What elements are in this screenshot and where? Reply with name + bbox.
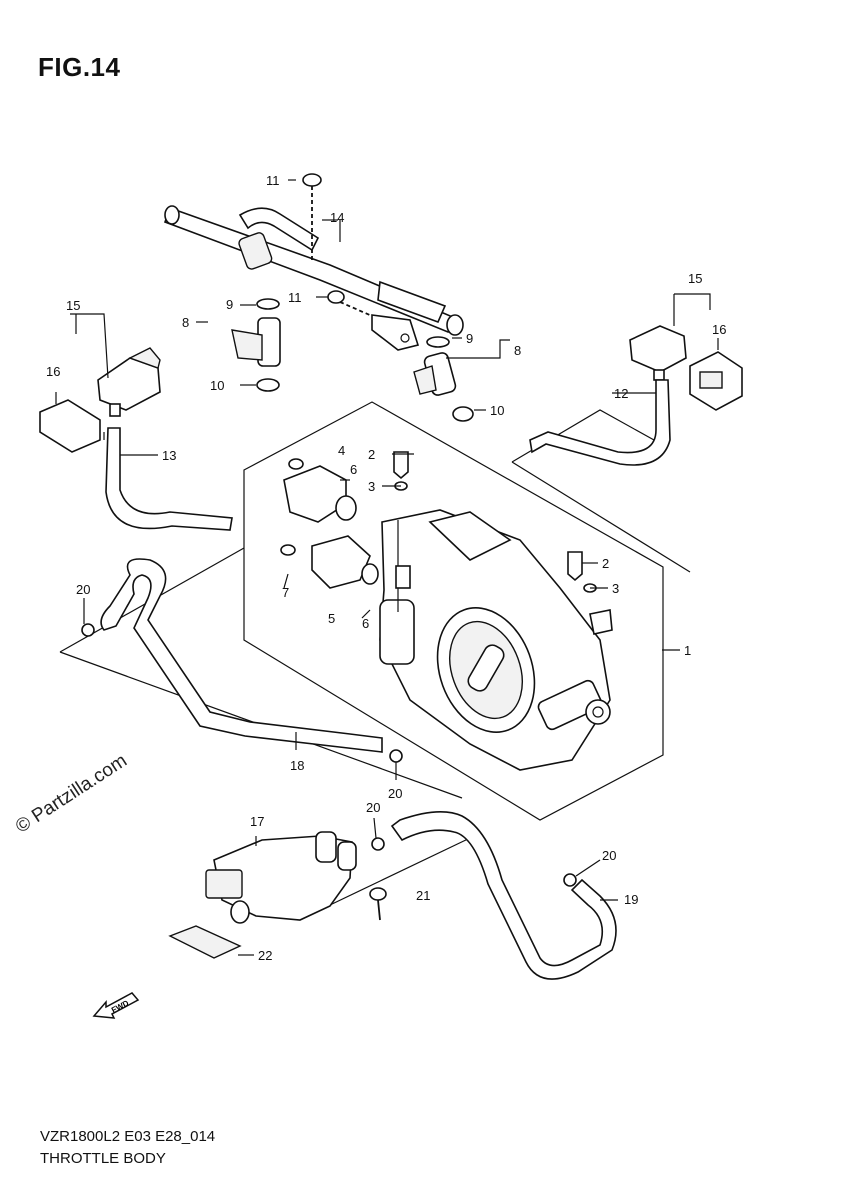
callout-label: 15	[688, 271, 702, 286]
callout-label: 15	[66, 298, 80, 313]
coolant-hose-18	[100, 558, 383, 753]
callout-label: 6	[350, 462, 357, 477]
screw-11-upper	[302, 173, 322, 262]
throttle-position-sensor	[283, 458, 357, 523]
callout-label: 12	[614, 386, 628, 401]
callout-label: 16	[712, 322, 726, 337]
sensor-cap-left	[39, 399, 101, 453]
vacuum-hose-13	[105, 427, 233, 531]
screw-21	[369, 887, 387, 921]
screw-2-right	[567, 551, 597, 593]
callout-label: 16	[46, 364, 60, 379]
hose-clamp-20a	[81, 623, 95, 637]
pressure-sensor-left	[97, 347, 161, 417]
valve-cap-22	[168, 925, 242, 959]
screw-11-lower	[327, 290, 373, 317]
sensor-cap-right	[689, 351, 743, 411]
callout-label: 7	[282, 585, 289, 600]
callout-label: 19	[624, 892, 638, 907]
figure-title: FIG.14	[38, 52, 121, 82]
callout-label: 10	[210, 378, 224, 393]
callout-label: 11	[288, 290, 302, 305]
hose-clamp-20d	[563, 873, 577, 887]
callout-label: 20	[602, 848, 616, 863]
hose-clamp-20c	[371, 837, 385, 851]
callout-label: 22	[258, 948, 272, 963]
callout-label: 20	[366, 800, 380, 815]
callout-label: 6	[362, 616, 369, 631]
callout-label: 10	[490, 403, 504, 418]
callout-label: 3	[368, 479, 375, 494]
callout-label: 5	[328, 611, 335, 626]
callout-label: 9	[226, 297, 233, 312]
callout-label: 4	[338, 443, 345, 458]
callout-label: 2	[368, 447, 375, 462]
lower-reference-frame	[329, 837, 471, 906]
callout-label: 20	[388, 786, 402, 801]
vacuum-hose-12	[529, 379, 671, 466]
callout-labels: 1 2 2 3 3 4 5 6 6 7 8 8 9 9 10 10 11 11 …	[46, 173, 726, 963]
coolant-hose-19	[390, 811, 617, 980]
fast-idle-valve	[205, 831, 357, 924]
callout-label: 8	[182, 315, 189, 330]
throttle-body-main	[379, 509, 613, 771]
hose-clamp-20b	[389, 749, 403, 763]
model-code: VZR1800L2 E03 E28_014	[40, 1128, 216, 1145]
callout-leader-lines	[55, 179, 719, 956]
screw-2-upper	[393, 451, 409, 491]
fuel-injector-left	[231, 298, 281, 392]
callout-label: 21	[416, 888, 430, 903]
fuel-injector-right	[413, 336, 474, 422]
fuel-delivery-pipe	[163, 205, 464, 351]
callout-label: 14	[330, 210, 344, 225]
callout-label: 9	[466, 331, 473, 346]
callout-label: 11	[266, 173, 280, 188]
forward-direction-arrow-icon: FWD	[92, 992, 140, 1019]
callout-label: 8	[514, 343, 521, 358]
callout-label: 2	[602, 556, 609, 571]
right-reference-frame-lower	[511, 461, 691, 573]
throttle-body-assembly-outline	[243, 401, 664, 821]
callout-label: 20	[76, 582, 90, 597]
callout-label: 13	[162, 448, 176, 463]
pressure-sensor-right	[629, 325, 687, 381]
callout-label: 1	[684, 643, 691, 658]
figure-caption: THROTTLE BODY	[40, 1150, 166, 1167]
callout-label: 18	[290, 758, 304, 773]
idle-speed-control-valve	[280, 535, 379, 589]
callout-label: 3	[612, 581, 619, 596]
callout-label: 17	[250, 814, 264, 829]
